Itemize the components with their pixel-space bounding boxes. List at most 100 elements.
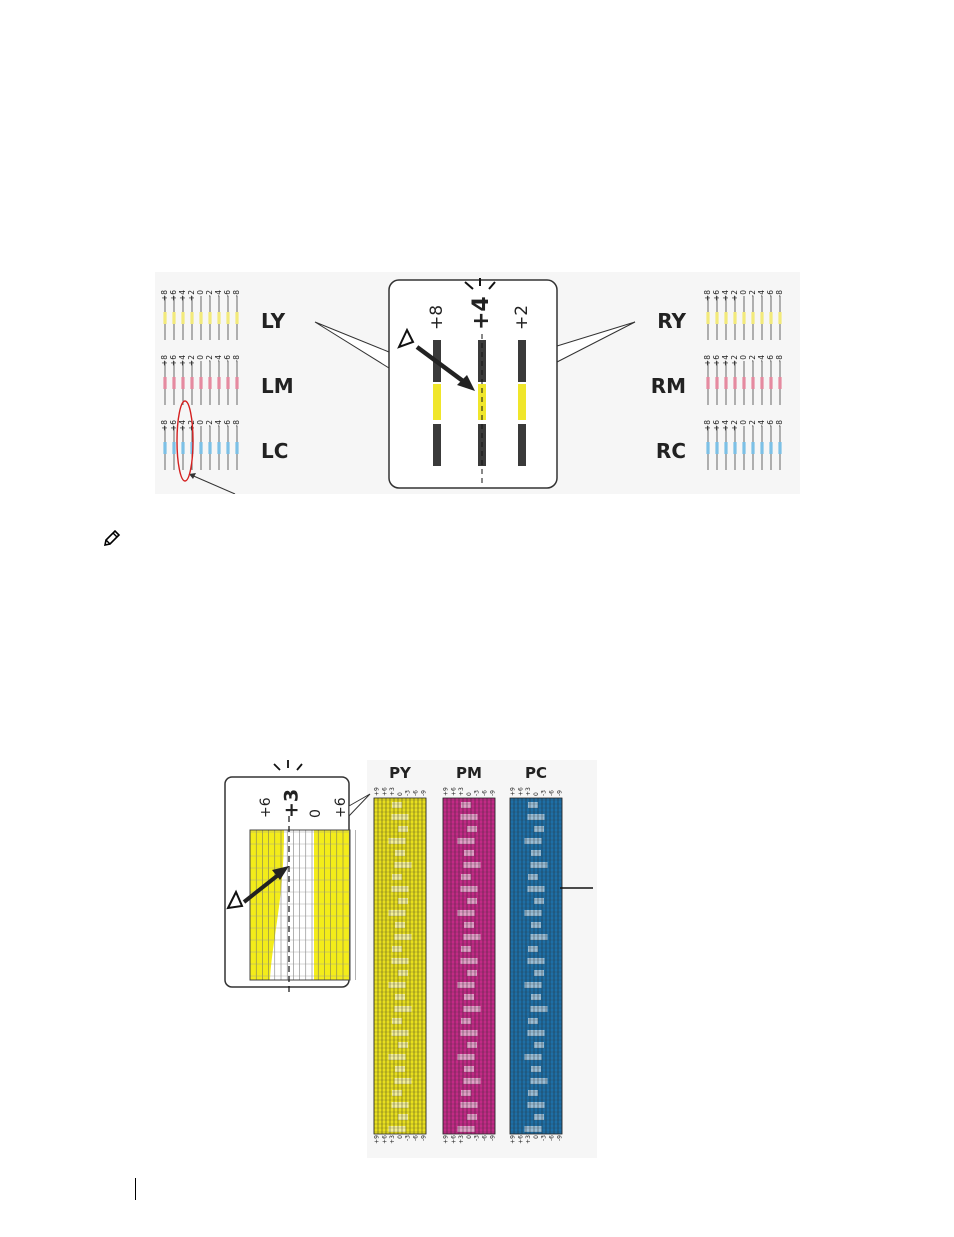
color-segment <box>163 377 167 389</box>
color-segment <box>733 442 737 454</box>
strip-highlight <box>464 1066 474 1072</box>
strip-tick-label: +9 <box>374 1135 381 1144</box>
strip-highlight <box>392 874 402 880</box>
strip-tick-label: +6 <box>381 1135 388 1144</box>
color-segment <box>778 312 782 324</box>
color-segment <box>190 377 194 389</box>
strip-pm: PM+9+9+6+6+3+300-3-3-6-6-9-9 <box>443 764 497 1144</box>
zoom-tick-label: +8 <box>427 305 447 330</box>
strip-highlight <box>531 1066 541 1072</box>
color-segment <box>751 312 755 324</box>
group-label: RY <box>657 309 686 333</box>
strip-highlight <box>531 922 541 928</box>
strip-highlight <box>394 1078 412 1084</box>
tick-label: -2 <box>205 420 214 428</box>
strip-highlight <box>527 1030 545 1036</box>
color-segment <box>163 312 167 324</box>
strip-tick-label: +6 <box>381 787 388 796</box>
strip-tick-label: -9 <box>420 790 427 796</box>
tick-label: -2 <box>748 420 757 428</box>
strip-tick-label: -9 <box>420 1135 427 1141</box>
strip-tick-label: +3 <box>389 1135 396 1144</box>
strip-highlight <box>461 874 471 880</box>
color-segment <box>208 377 212 389</box>
tick-label: +8 <box>160 355 169 366</box>
strip-label: PM <box>456 764 482 782</box>
strip-highlight <box>394 934 412 940</box>
tick-label: -8 <box>232 355 241 363</box>
oval-pointer-arrowhead <box>189 473 196 479</box>
strip-tick-label: -6 <box>482 1135 489 1141</box>
emphasis-stroke <box>296 763 303 771</box>
color-segment <box>724 377 728 389</box>
tick-label: +4 <box>178 420 187 431</box>
strip-highlight <box>527 958 545 964</box>
strip-highlight <box>467 826 477 832</box>
tick-label: -8 <box>775 355 784 363</box>
color-segment <box>769 377 773 389</box>
strip-highlight <box>395 922 405 928</box>
strip-tick-label: +6 <box>517 1135 524 1144</box>
color-segment <box>751 442 755 454</box>
strip-tick-label: -6 <box>413 1135 420 1141</box>
tick-label: 0 <box>739 355 748 360</box>
strip-highlight <box>524 910 542 916</box>
strip-tick-label: -6 <box>482 790 489 796</box>
strip-highlight <box>398 970 408 976</box>
color-segment <box>715 312 719 324</box>
strip-highlight <box>463 934 481 940</box>
tick-label: +6 <box>169 355 178 366</box>
strip-highlight <box>531 994 541 1000</box>
tick-label: +6 <box>712 420 721 431</box>
strip-tick-label: +3 <box>458 1135 465 1144</box>
strip-tick-label: +9 <box>443 787 450 796</box>
color-segment <box>226 377 230 389</box>
strip-tick-label: -9 <box>489 1135 496 1141</box>
strip-tick-label: +3 <box>458 787 465 796</box>
strip-highlight <box>398 1042 408 1048</box>
color-segment <box>181 312 185 324</box>
group-label: RM <box>651 374 686 398</box>
strip-py: PY+9+9+6+6+3+300-3-3-6-6-9-9 <box>374 764 428 1144</box>
tick-label: -4 <box>214 290 223 298</box>
pointer-arrow-head <box>272 866 289 880</box>
tick-label: -8 <box>775 420 784 428</box>
strip-tick-label: -3 <box>541 1135 548 1141</box>
strip-tick-label: +6 <box>517 787 524 796</box>
color-segment <box>760 312 764 324</box>
yellow-column <box>310 830 350 980</box>
tick-label: -8 <box>232 420 241 428</box>
color-segment <box>181 377 185 389</box>
color-segment <box>217 442 221 454</box>
strip-highlight <box>464 922 474 928</box>
emphasis-stroke <box>464 281 474 290</box>
color-segment <box>769 312 773 324</box>
color-segment <box>226 442 230 454</box>
pointer-arrow-shaft <box>242 870 284 904</box>
color-segment <box>217 377 221 389</box>
strip-tick-label: -3 <box>474 1135 481 1141</box>
color-segment <box>217 312 221 324</box>
strip-highlight <box>392 802 402 808</box>
group-label: LC <box>261 439 288 463</box>
strip-highlight <box>391 814 409 820</box>
tick-label: 0 <box>196 290 205 295</box>
strip-tick-label: 0 <box>397 792 404 796</box>
color-segment <box>208 442 212 454</box>
strip-highlight <box>460 814 478 820</box>
strip-pc: PC+9+9+6+6+3+300-3-3-6-6-9-9 <box>510 764 564 1144</box>
tick-label: -4 <box>757 355 766 363</box>
strip-tick-label: +6 <box>450 1135 457 1144</box>
strip-frame <box>509 797 563 1135</box>
strip-highlight <box>527 1102 545 1108</box>
callout-wedge <box>348 793 371 818</box>
tick-label: -6 <box>223 355 232 363</box>
group-label: LM <box>261 374 294 398</box>
tick-label: -6 <box>223 290 232 298</box>
strip-highlight <box>460 1030 478 1036</box>
